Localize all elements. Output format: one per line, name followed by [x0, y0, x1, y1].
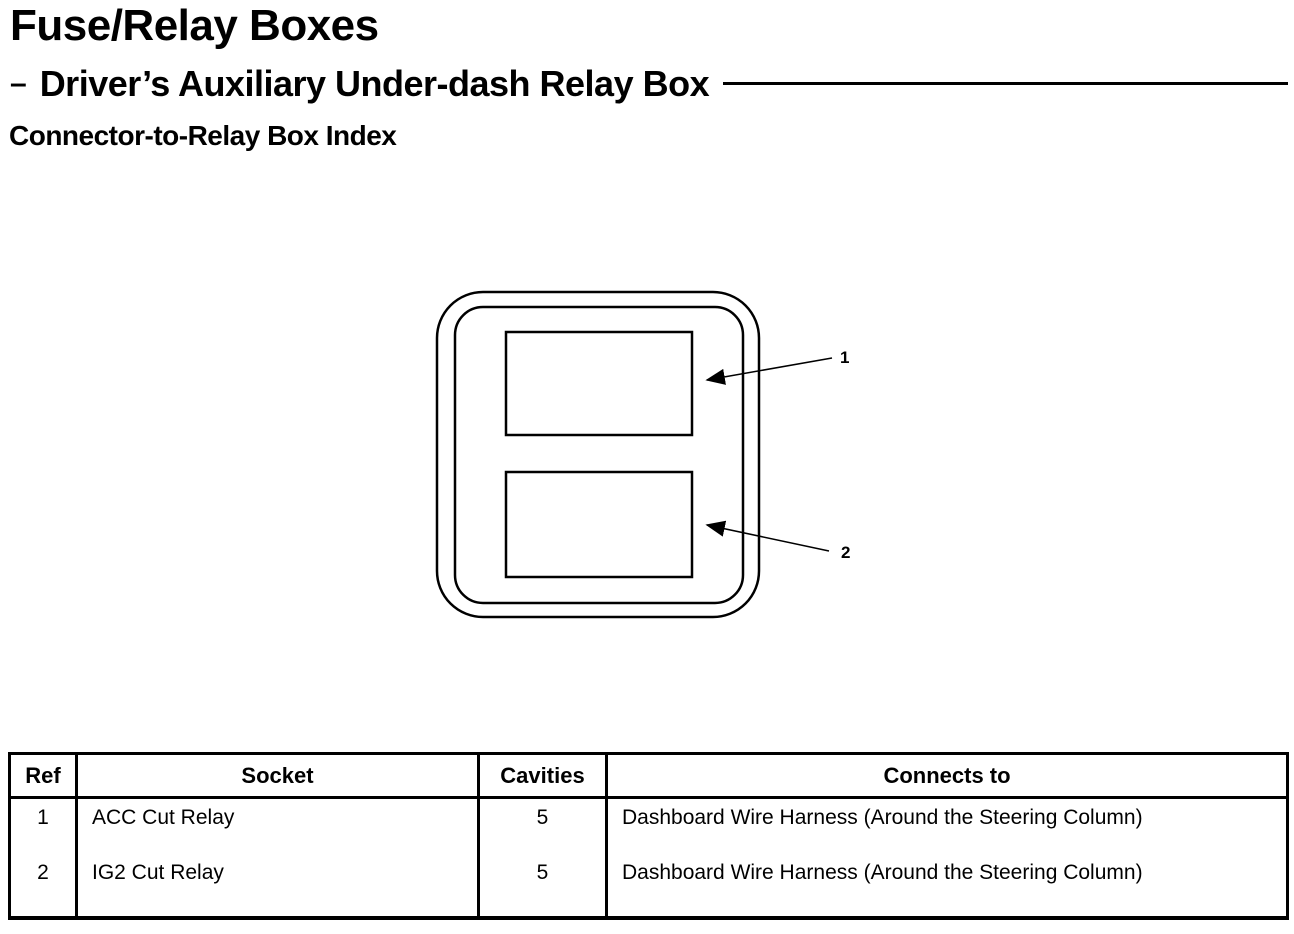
- callout-label-2: 2: [841, 543, 850, 562]
- relay-box-diagram: 1 2: [420, 280, 880, 630]
- column-header-cavities: Cavities: [477, 752, 608, 799]
- column-header-socket: Socket: [75, 752, 480, 799]
- cell-socket: ACC Cut Relay: [75, 797, 480, 854]
- cell-socket: IG2 Cut Relay: [75, 853, 480, 920]
- cell-connects-to: Dashboard Wire Harness (Around the Steer…: [605, 853, 1289, 920]
- page-title: Fuse/Relay Boxes: [10, 1, 379, 50]
- cell-cavities: 5: [477, 797, 608, 854]
- table-header: Ref Socket Cavities Connects to: [8, 752, 1289, 799]
- connector-index-table: Ref Socket Cavities Connects to 1 ACC Cu…: [8, 752, 1289, 920]
- column-header-ref: Ref: [8, 752, 78, 799]
- callout-label-1: 1: [840, 348, 849, 367]
- table-body: 1 ACC Cut Relay 5 Dashboard Wire Harness…: [8, 797, 1289, 920]
- cell-cavities: 5: [477, 853, 608, 920]
- cell-ref: 2: [8, 853, 78, 920]
- section-title: Driver’s Auxiliary Under-dash Relay Box: [39, 63, 710, 104]
- index-heading: Connector-to-Relay Box Index: [9, 120, 397, 151]
- cell-ref: 1: [8, 797, 78, 854]
- section-rule: [723, 82, 1288, 86]
- section-header: – Driver’s Auxiliary Under-dash Relay Bo…: [10, 64, 1288, 104]
- relay-socket-2: [504, 470, 694, 579]
- section-dash: –: [10, 66, 27, 100]
- table-header-row: Ref Socket Cavities Connects to: [8, 752, 1289, 799]
- column-header-connects-to: Connects to: [605, 752, 1289, 799]
- table-row: 2 IG2 Cut Relay 5 Dashboard Wire Harness…: [8, 853, 1289, 920]
- table-row: 1 ACC Cut Relay 5 Dashboard Wire Harness…: [8, 797, 1289, 854]
- callout-arrow-2: [705, 520, 830, 552]
- relay-box-inner-outline: [453, 305, 745, 605]
- relay-socket-1: [504, 330, 694, 437]
- relay-box-drawing: 1 2: [435, 290, 850, 619]
- relay-box-outer-outline: [435, 290, 761, 619]
- callout-arrow-1: [705, 357, 833, 385]
- cell-connects-to: Dashboard Wire Harness (Around the Steer…: [605, 797, 1289, 854]
